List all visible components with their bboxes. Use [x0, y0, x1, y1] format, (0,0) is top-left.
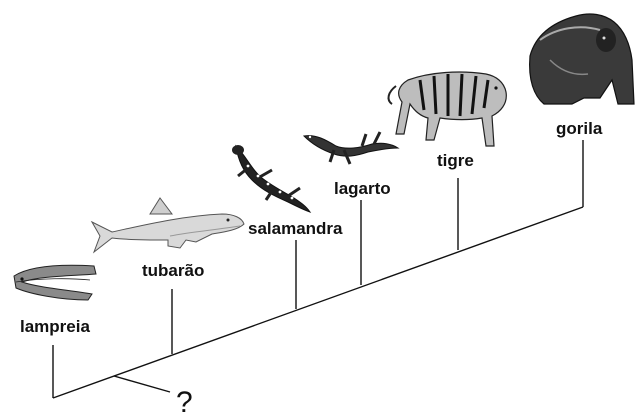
taxon-label-lampreia: lampreia	[20, 317, 90, 336]
salamander-icon	[232, 144, 312, 213]
taxon-label-lagarto: lagarto	[334, 179, 391, 198]
lamprey-icon	[13, 264, 97, 301]
tiger-icon	[387, 71, 507, 147]
gorilla-icon	[529, 13, 635, 105]
lizard-icon	[302, 131, 400, 165]
taxon-label-salamandra: salamandra	[248, 219, 343, 238]
shark-icon	[90, 197, 245, 254]
cladogram-trunk	[52, 206, 584, 399]
taxon-label-gorila: gorila	[556, 119, 603, 138]
taxon-label-tigre: tigre	[437, 151, 474, 170]
taxon-label-tubarao: tubarão	[142, 261, 204, 280]
question-pointer	[113, 375, 171, 393]
question-mark: ?	[176, 386, 193, 416]
